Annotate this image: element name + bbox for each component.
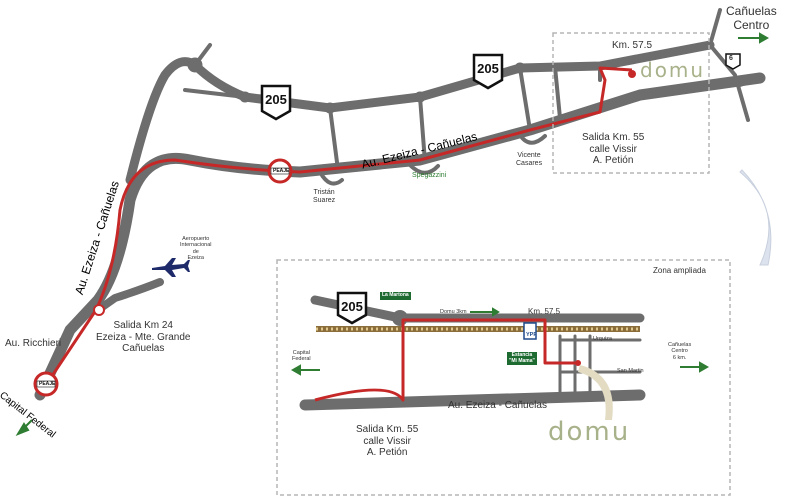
salida-km24-label: Salida Km 24 Ezeiza - Mte. Grande Cañuel… — [96, 320, 191, 354]
ypf-marker — [523, 322, 537, 340]
zoom-route-205-shield — [336, 291, 368, 325]
zoom-route-205-label: 205 — [341, 299, 363, 314]
underpass-3 — [518, 133, 547, 145]
vicente-casares-label: Vicente Casares — [516, 152, 543, 168]
airport-spur — [94, 278, 164, 314]
underpass-2 — [408, 163, 440, 175]
zoom-ruta205 — [310, 295, 645, 323]
au-ricchieri-label: Au. Ricchieri — [5, 338, 62, 349]
underpass-1 — [318, 170, 344, 186]
spegazzini-label: Spegazzini — [412, 172, 447, 179]
airplane-icon — [152, 258, 190, 277]
la-martona-sign: La Martona — [380, 292, 411, 300]
zona-ampliada-title: Zona ampliada — [653, 266, 706, 275]
zoom-km-57-5-label: Km. 57.5 — [528, 307, 561, 316]
canuelas-centro-label: Cañuelas Centro — [726, 4, 777, 32]
estancia-sign: Estancia "Mi Mama" — [507, 352, 537, 365]
toll-marker-main — [267, 158, 293, 184]
branch-roads — [183, 8, 762, 172]
san-martin-label: San Martin — [617, 368, 644, 374]
zoom-autopista-label: Au. Ezeiza - Cañuelas — [448, 400, 547, 411]
route-205-badge-b: 205 — [473, 54, 503, 88]
route-205-label-b: 205 — [477, 61, 499, 76]
km-57-5-label: Km. 57.5 — [612, 40, 653, 51]
aeropuerto-label: Aeropuerto Internacional de Ezeiza — [180, 236, 212, 261]
salida-km24-marker — [93, 304, 105, 316]
ypf-label: YPF — [526, 332, 537, 338]
domu-3km-label: Domu 3km — [440, 309, 467, 315]
zoom-pointer-curve — [578, 365, 613, 420]
green-arrows-zoom — [290, 307, 710, 376]
route-6-label: 6 — [729, 55, 733, 62]
route-205-shield-a — [260, 84, 292, 121]
toll-marker-capital — [33, 371, 59, 397]
zoom-autopista — [299, 389, 646, 411]
zoom-roads — [299, 295, 646, 411]
zoom-capital-federal-label: Capital Federal — [292, 350, 311, 363]
zoom-pointer-arrow — [739, 169, 772, 266]
route-205-shield-b — [472, 53, 504, 90]
zoom-frame-small — [552, 32, 710, 174]
main-route-red — [44, 66, 633, 386]
urquiza-label: Urquiza — [593, 336, 612, 342]
zoom-salida-km55-label: Salida Km. 55 calle Vissir A. Petión — [356, 424, 419, 458]
green-arrows-main — [15, 32, 770, 437]
zoom-route-205-badge: 205 — [337, 292, 367, 326]
tristan-suarez-label: Tristán Suarez — [313, 189, 336, 205]
domu-logo-zoom: domu — [548, 417, 631, 447]
zoom-frame-large — [276, 259, 731, 496]
salida-km55-label: Salida Km. 55 calle Vissir A. Petión — [582, 132, 645, 166]
route-205-label-a: 205 — [265, 92, 287, 107]
zoom-canuelas-centro-label: Cañuelas Centro 6 km. — [668, 342, 692, 361]
peaje-label-capital: PEAJE — [39, 381, 56, 387]
route-6-shield — [725, 53, 741, 70]
destination-dot — [628, 70, 636, 78]
peaje-label-main: PEAJE — [273, 168, 290, 174]
zoom-route-red — [314, 318, 578, 402]
route-205-badge-a: 205 — [261, 85, 291, 119]
domu-logo-main: domu — [640, 58, 706, 82]
